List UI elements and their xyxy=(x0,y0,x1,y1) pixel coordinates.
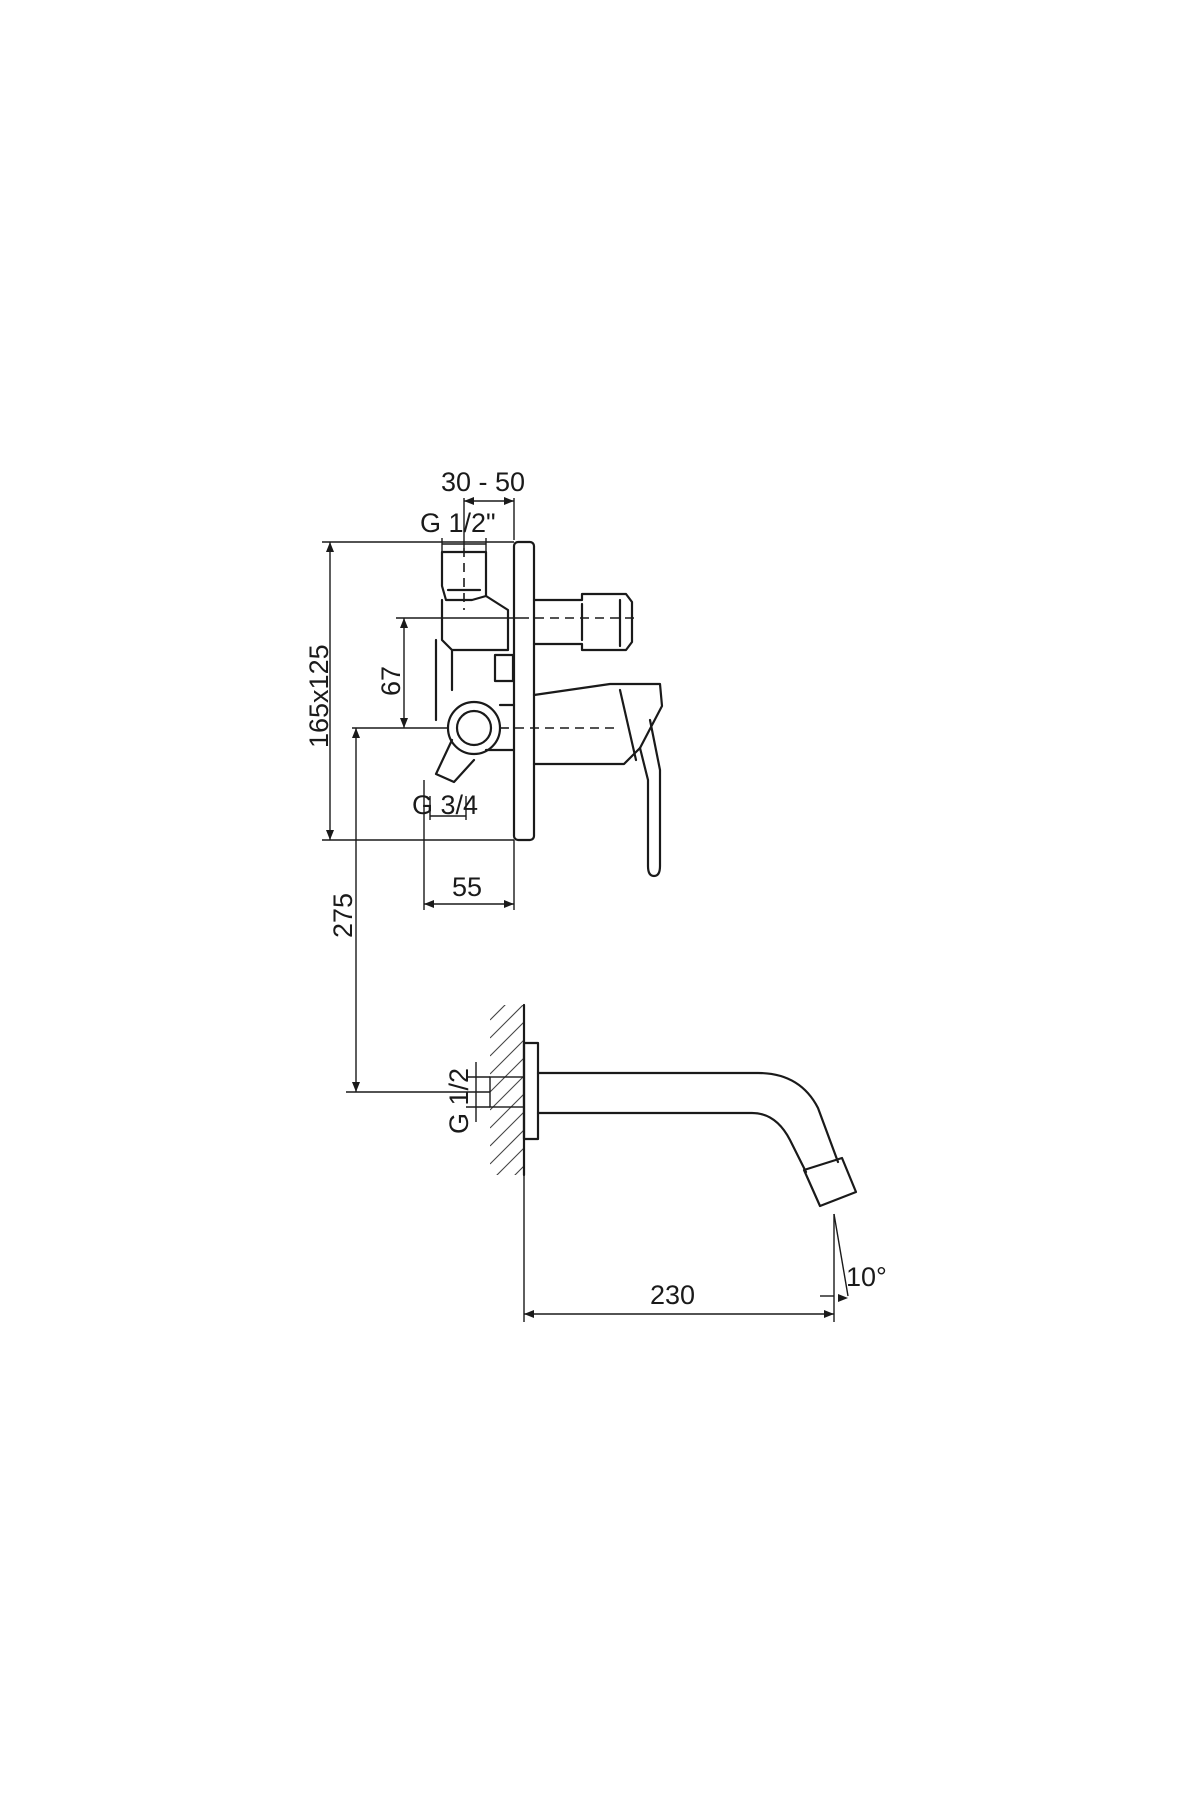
label-inlet-thread: G 1/2" xyxy=(420,508,496,538)
label-spout-angle: 10° xyxy=(846,1262,887,1292)
label-spout-length: 230 xyxy=(650,1280,695,1310)
label-thread-range: 30 - 50 xyxy=(441,467,525,497)
label-spout-thread: G 1/2 xyxy=(444,1068,474,1134)
dimension-lines xyxy=(322,497,849,1322)
spout xyxy=(489,1003,858,1208)
label-spacing: 67 xyxy=(376,666,406,696)
dimension-labels: 30 - 50 G 1/2" 165x125 67 G 3/4 55 275 G… xyxy=(304,467,887,1310)
label-depth: 55 xyxy=(452,872,482,902)
label-body-size: 165x125 xyxy=(304,644,334,748)
label-outlet-thread: G 3/4 xyxy=(412,790,478,820)
wall-hatch xyxy=(490,1005,524,1175)
label-height-to-spout: 275 xyxy=(328,893,358,938)
mixer-body xyxy=(434,540,664,878)
